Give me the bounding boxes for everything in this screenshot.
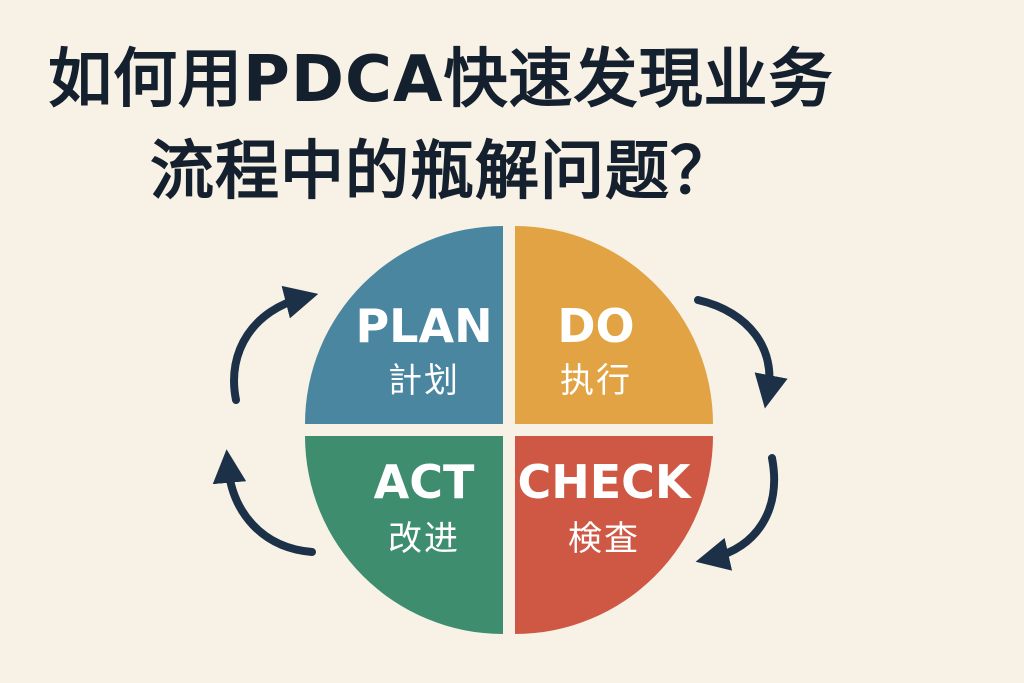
plan-label: PLAN: [355, 299, 492, 353]
check-label: CHECK: [517, 455, 692, 509]
cycle-arrow-icon: [694, 296, 788, 409]
cycle-arrow-icon: [212, 449, 316, 556]
do-sublabel: 执行: [560, 361, 632, 401]
act-quadrant: [305, 436, 503, 634]
page-title-line-2: 流程中的瓶解问题？: [150, 135, 735, 209]
cycle-arrow-icon: [230, 285, 319, 404]
do-quadrant: [515, 226, 713, 424]
do-label: DO: [557, 299, 634, 353]
check-sublabel: 検査: [568, 519, 640, 559]
page-title-line-1: 如何用PDCA快速发現业务: [48, 43, 834, 117]
act-sublabel: 改进: [388, 519, 460, 559]
plan-quadrant: [305, 226, 503, 424]
check-quadrant: [515, 436, 713, 634]
act-label: ACT: [374, 455, 475, 509]
cycle-arrow-icon: [695, 454, 779, 571]
plan-sublabel: 計划: [388, 361, 460, 401]
